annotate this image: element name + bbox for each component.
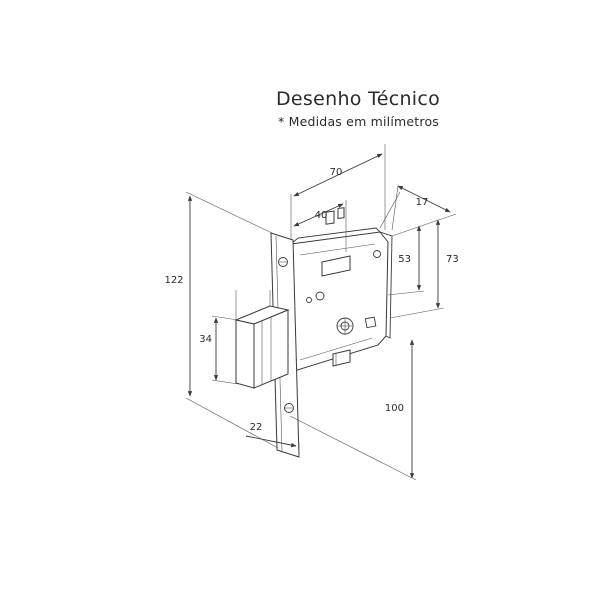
follower-hub bbox=[336, 317, 354, 335]
plate-screw-bottom bbox=[284, 403, 294, 413]
dim-22: 22 bbox=[245, 422, 300, 457]
dim-17: 17 bbox=[379, 185, 457, 237]
bottom-bracket bbox=[332, 349, 351, 367]
dim-122-label: 122 bbox=[164, 275, 183, 286]
dim-40-label: 40 bbox=[315, 210, 328, 221]
dim-100-label: 100 bbox=[385, 403, 404, 414]
dim-70-label: 70 bbox=[330, 167, 343, 178]
measurement-note: * Medidas em milímetros bbox=[278, 114, 440, 129]
dim-70: 70 bbox=[290, 144, 386, 240]
dim-100: 100 bbox=[289, 339, 417, 481]
dim-40: 40 bbox=[293, 200, 347, 252]
case-square-hole bbox=[364, 316, 377, 329]
dim-22-label: 22 bbox=[250, 422, 263, 433]
dim-53-label: 53 bbox=[398, 254, 411, 265]
drawing-title: Desenho Técnico bbox=[276, 88, 441, 110]
dim-73-label: 73 bbox=[446, 254, 459, 265]
dim-17-label: 17 bbox=[416, 197, 429, 208]
dim-34-label: 34 bbox=[199, 334, 212, 345]
case-hole-small bbox=[306, 297, 312, 303]
case-hole bbox=[315, 291, 325, 301]
dim-73: 73 bbox=[389, 219, 459, 319]
plate-screw-top bbox=[278, 257, 288, 267]
latch-bolt bbox=[234, 305, 290, 389]
case-screw-top bbox=[373, 250, 381, 258]
dim-34: 34 bbox=[199, 290, 271, 385]
dim-53: 53 bbox=[387, 225, 425, 296]
